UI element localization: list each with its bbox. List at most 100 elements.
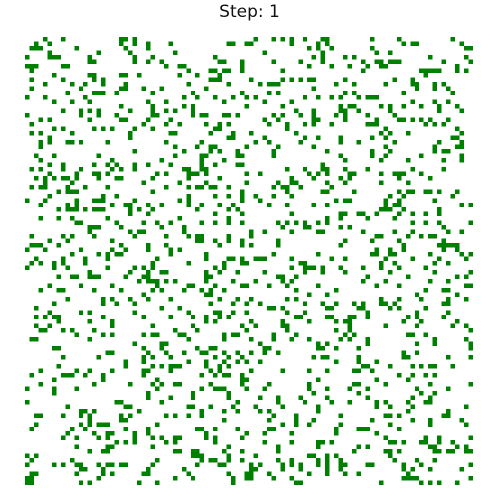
alive-cell: [204, 113, 209, 118]
alive-cell: [325, 462, 330, 468]
alive-cell: [222, 68, 227, 73]
alive-cell: [213, 211, 218, 217]
alive-cell: [450, 243, 456, 248]
alive-cell: [240, 283, 245, 288]
alive-cell: [150, 126, 155, 132]
alive-cell: [405, 471, 411, 477]
alive-cell: [110, 471, 115, 477]
alive-cell: [343, 319, 348, 324]
alive-cell: [25, 95, 30, 100]
alive-cell: [154, 377, 160, 382]
alive-cell: [119, 462, 124, 468]
alive-cell: [352, 171, 357, 176]
alive-cell: [244, 301, 249, 306]
alive-cell: [347, 323, 353, 329]
alive-cell: [441, 157, 447, 163]
alive-cell: [235, 162, 241, 167]
alive-cell: [240, 220, 245, 226]
alive-cell: [280, 305, 285, 311]
alive-cell: [92, 162, 97, 167]
alive-cell: [25, 113, 30, 118]
alive-cell: [271, 113, 276, 118]
alive-cell: [289, 41, 294, 46]
alive-cell: [464, 422, 469, 427]
alive-cell: [96, 108, 102, 114]
alive-cell: [320, 189, 326, 194]
alive-cell: [87, 413, 93, 418]
alive-cell: [168, 314, 173, 320]
alive-cell: [159, 305, 164, 311]
alive-cell: [204, 292, 209, 297]
alive-cell: [347, 337, 353, 342]
alive-cell: [150, 104, 155, 109]
alive-cell: [141, 274, 146, 279]
alive-cell: [217, 296, 223, 302]
alive-cell: [240, 373, 245, 378]
alive-cell: [262, 386, 267, 391]
alive-cell: [217, 314, 223, 320]
alive-cell: [347, 225, 353, 230]
alive-cell: [231, 41, 236, 46]
alive-cell: [361, 59, 366, 64]
alive-cell: [387, 449, 393, 454]
alive-cell: [410, 404, 415, 409]
alive-cell: [428, 278, 433, 284]
alive-cell: [468, 435, 473, 441]
alive-cell: [423, 287, 429, 293]
alive-cell: [213, 310, 218, 315]
alive-cell: [383, 81, 388, 87]
alive-cell: [423, 220, 429, 226]
alive-cell: [51, 261, 57, 266]
alive-cell: [446, 296, 451, 302]
alive-cell: [69, 81, 75, 87]
alive-cell: [266, 305, 272, 311]
alive-cell: [92, 198, 97, 203]
alive-cell: [338, 211, 344, 217]
alive-cell: [186, 68, 191, 73]
alive-cell: [231, 95, 236, 100]
alive-cell: [410, 417, 415, 423]
alive-cell: [38, 184, 43, 190]
alive-cell: [123, 359, 129, 365]
alive-cell: [163, 341, 169, 347]
alive-cell: [428, 422, 433, 427]
alive-cell: [69, 328, 75, 333]
alive-cell: [181, 149, 187, 154]
alive-cell: [361, 278, 366, 284]
alive-cell: [231, 301, 236, 306]
alive-cell: [293, 287, 299, 293]
alive-cell: [195, 328, 200, 333]
alive-cell: [33, 471, 39, 477]
alive-cell: [96, 113, 102, 118]
alive-cell: [60, 37, 66, 42]
alive-cell: [271, 305, 276, 311]
alive-cell: [128, 413, 133, 418]
alive-cell: [168, 368, 173, 373]
alive-cell: [405, 408, 411, 414]
alive-cell: [329, 256, 335, 261]
alive-cell: [338, 462, 344, 468]
alive-cell: [437, 189, 442, 194]
alive-cell: [289, 180, 294, 185]
alive-cell: [455, 292, 460, 297]
alive-cell: [468, 449, 473, 454]
alive-cell: [249, 368, 254, 373]
alive-cell: [145, 269, 151, 275]
alive-cell: [137, 207, 142, 212]
alive-cell: [374, 95, 379, 100]
alive-cell: [244, 261, 249, 266]
alive-cell: [455, 68, 460, 73]
alive-cell: [213, 220, 218, 226]
alive-cell: [25, 54, 30, 60]
alive-cell: [240, 59, 245, 64]
alive-cell: [222, 265, 227, 270]
alive-cell: [356, 359, 361, 365]
alive-cell: [137, 408, 142, 414]
alive-cell: [231, 476, 236, 481]
alive-cell: [432, 390, 438, 396]
alive-cell: [163, 122, 169, 127]
alive-cell: [369, 45, 375, 51]
alive-cell: [374, 283, 379, 288]
alive-cell: [307, 45, 312, 51]
alive-cell: [60, 373, 66, 378]
